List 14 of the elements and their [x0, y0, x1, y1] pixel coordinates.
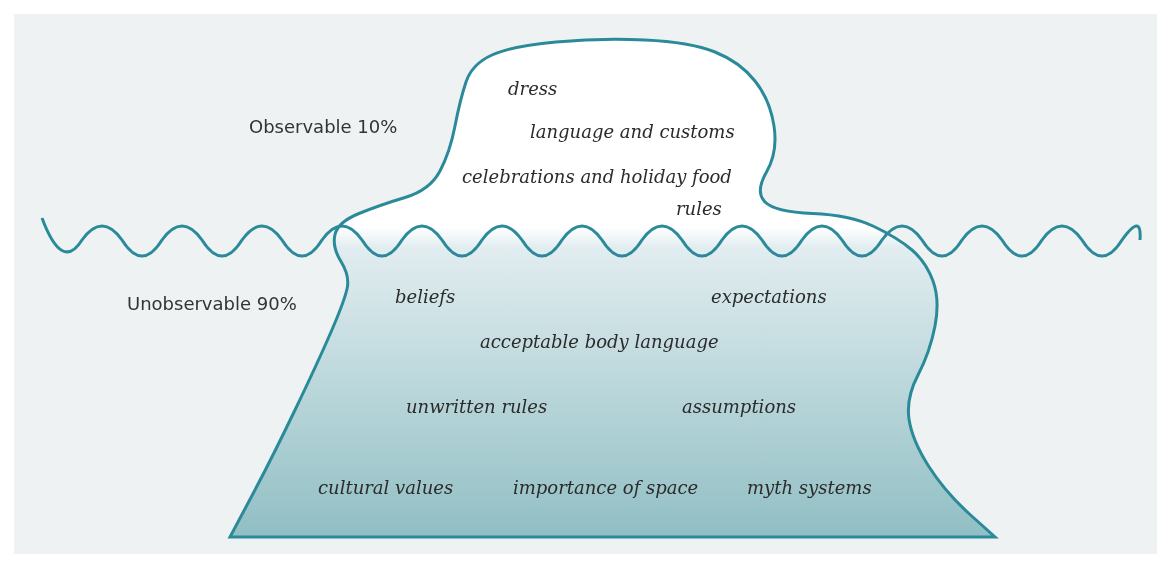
culture-item-text: language and customs — [530, 121, 735, 142]
percentage-label: Unobservable 90% — [127, 293, 297, 314]
culture-item-text: beliefs — [395, 286, 456, 307]
culture-item-text: myth systems — [747, 477, 872, 498]
culture-item-text: unwritten rules — [406, 396, 548, 417]
culture-item-text: acceptable body language — [480, 331, 719, 352]
culture-item-text: importance of space — [513, 477, 699, 498]
culture-item-text: rules — [676, 198, 722, 219]
culture-item-text: dress — [508, 78, 558, 99]
culture-item-text: assumptions — [682, 396, 797, 417]
culture-item-text: expectations — [711, 286, 827, 307]
percentage-label: Observable 10% — [249, 116, 398, 137]
culture-item-text: celebrations and holiday food — [462, 166, 732, 187]
culture-item-text: cultural values — [318, 477, 454, 498]
